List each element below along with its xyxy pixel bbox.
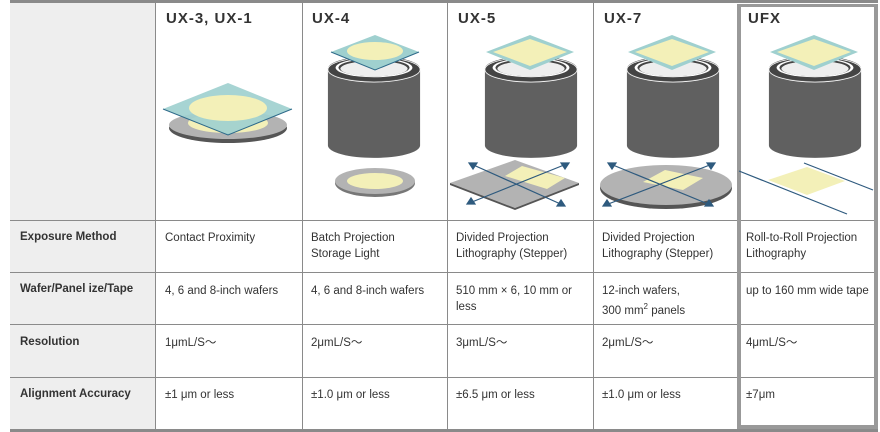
header-ux4: UX-4 <box>312 10 351 27</box>
ufx-highlight-frame <box>737 4 878 429</box>
size-line2: 300 mm <box>602 304 644 317</box>
contact-proximity-illustration <box>162 83 293 143</box>
row-label-alignment: Alignment Accuracy <box>20 388 131 400</box>
cell-exposure: Contact Proximity <box>165 232 256 244</box>
cell-exposure: Divided Projection Lithography (Stepper) <box>456 232 568 260</box>
cell-exposure: Batch Projection Storage Light <box>311 232 395 260</box>
cell-exposure: Divided Projection Lithography (Stepper) <box>602 232 714 260</box>
row-label-resolution: Resolution <box>20 336 80 348</box>
column-divider <box>302 2 303 431</box>
size-line1: 12-inch wafers, <box>602 285 680 297</box>
row-label-column <box>10 2 155 431</box>
row-divider <box>10 377 878 378</box>
cell-alignment: ±6.5 μm or less <box>456 389 535 401</box>
cell-resolution: 2μmL/S～ <box>311 337 363 349</box>
table-top-border <box>10 0 878 3</box>
header-ux5: UX-5 <box>458 10 497 27</box>
header-ufx: UFX <box>748 10 781 27</box>
cell-alignment: ±1.0 μm or less <box>602 389 681 401</box>
cell-resolution: 1μmL/S～ <box>165 337 217 349</box>
roll-to-roll-illustration <box>738 35 874 215</box>
row-label-exposure: Exposure Method <box>20 231 117 243</box>
cell-alignment: ±1.0 μm or less <box>311 389 390 401</box>
column-divider <box>447 2 448 431</box>
row-divider <box>10 220 878 221</box>
cell-size: 12-inch wafers, 300 mm2 panels <box>602 283 737 319</box>
cell-alignment: ±7μm <box>746 389 775 401</box>
header-ux7: UX-7 <box>604 10 643 27</box>
cell-exposure: Roll-to-Roll Projection Lithography <box>746 232 858 260</box>
cell-resolution: 3μmL/S～ <box>456 337 508 349</box>
size-line2-suffix: panels <box>648 304 686 317</box>
table-bottom-border <box>10 429 878 432</box>
header-ux3-ux1: UX-3, UX-1 <box>166 10 253 27</box>
stepper-wafer-illustration <box>600 35 732 209</box>
cell-size: up to 160 mm wide tape <box>746 285 869 297</box>
cell-size: 4, 6 and 8-inch wafers <box>165 285 279 297</box>
row-divider <box>10 324 878 325</box>
row-label-size: Wafer/Panel ize/Tape <box>20 283 134 295</box>
cell-resolution: 2μmL/S～ <box>602 337 654 349</box>
cell-alignment: ±1 μm or less <box>165 389 235 401</box>
batch-projection-illustration <box>327 35 421 197</box>
cell-size: 4, 6 and 8-inch wafers <box>311 285 425 297</box>
row-divider <box>10 272 878 273</box>
column-divider <box>593 2 594 431</box>
column-divider <box>155 2 156 431</box>
size-superscript: 2 <box>643 302 648 311</box>
cell-size: 510 mm × 6, 10 mm or less <box>456 285 572 313</box>
cell-resolution: 4μmL/S～ <box>746 337 798 349</box>
stepper-panel-illustration <box>450 35 579 210</box>
